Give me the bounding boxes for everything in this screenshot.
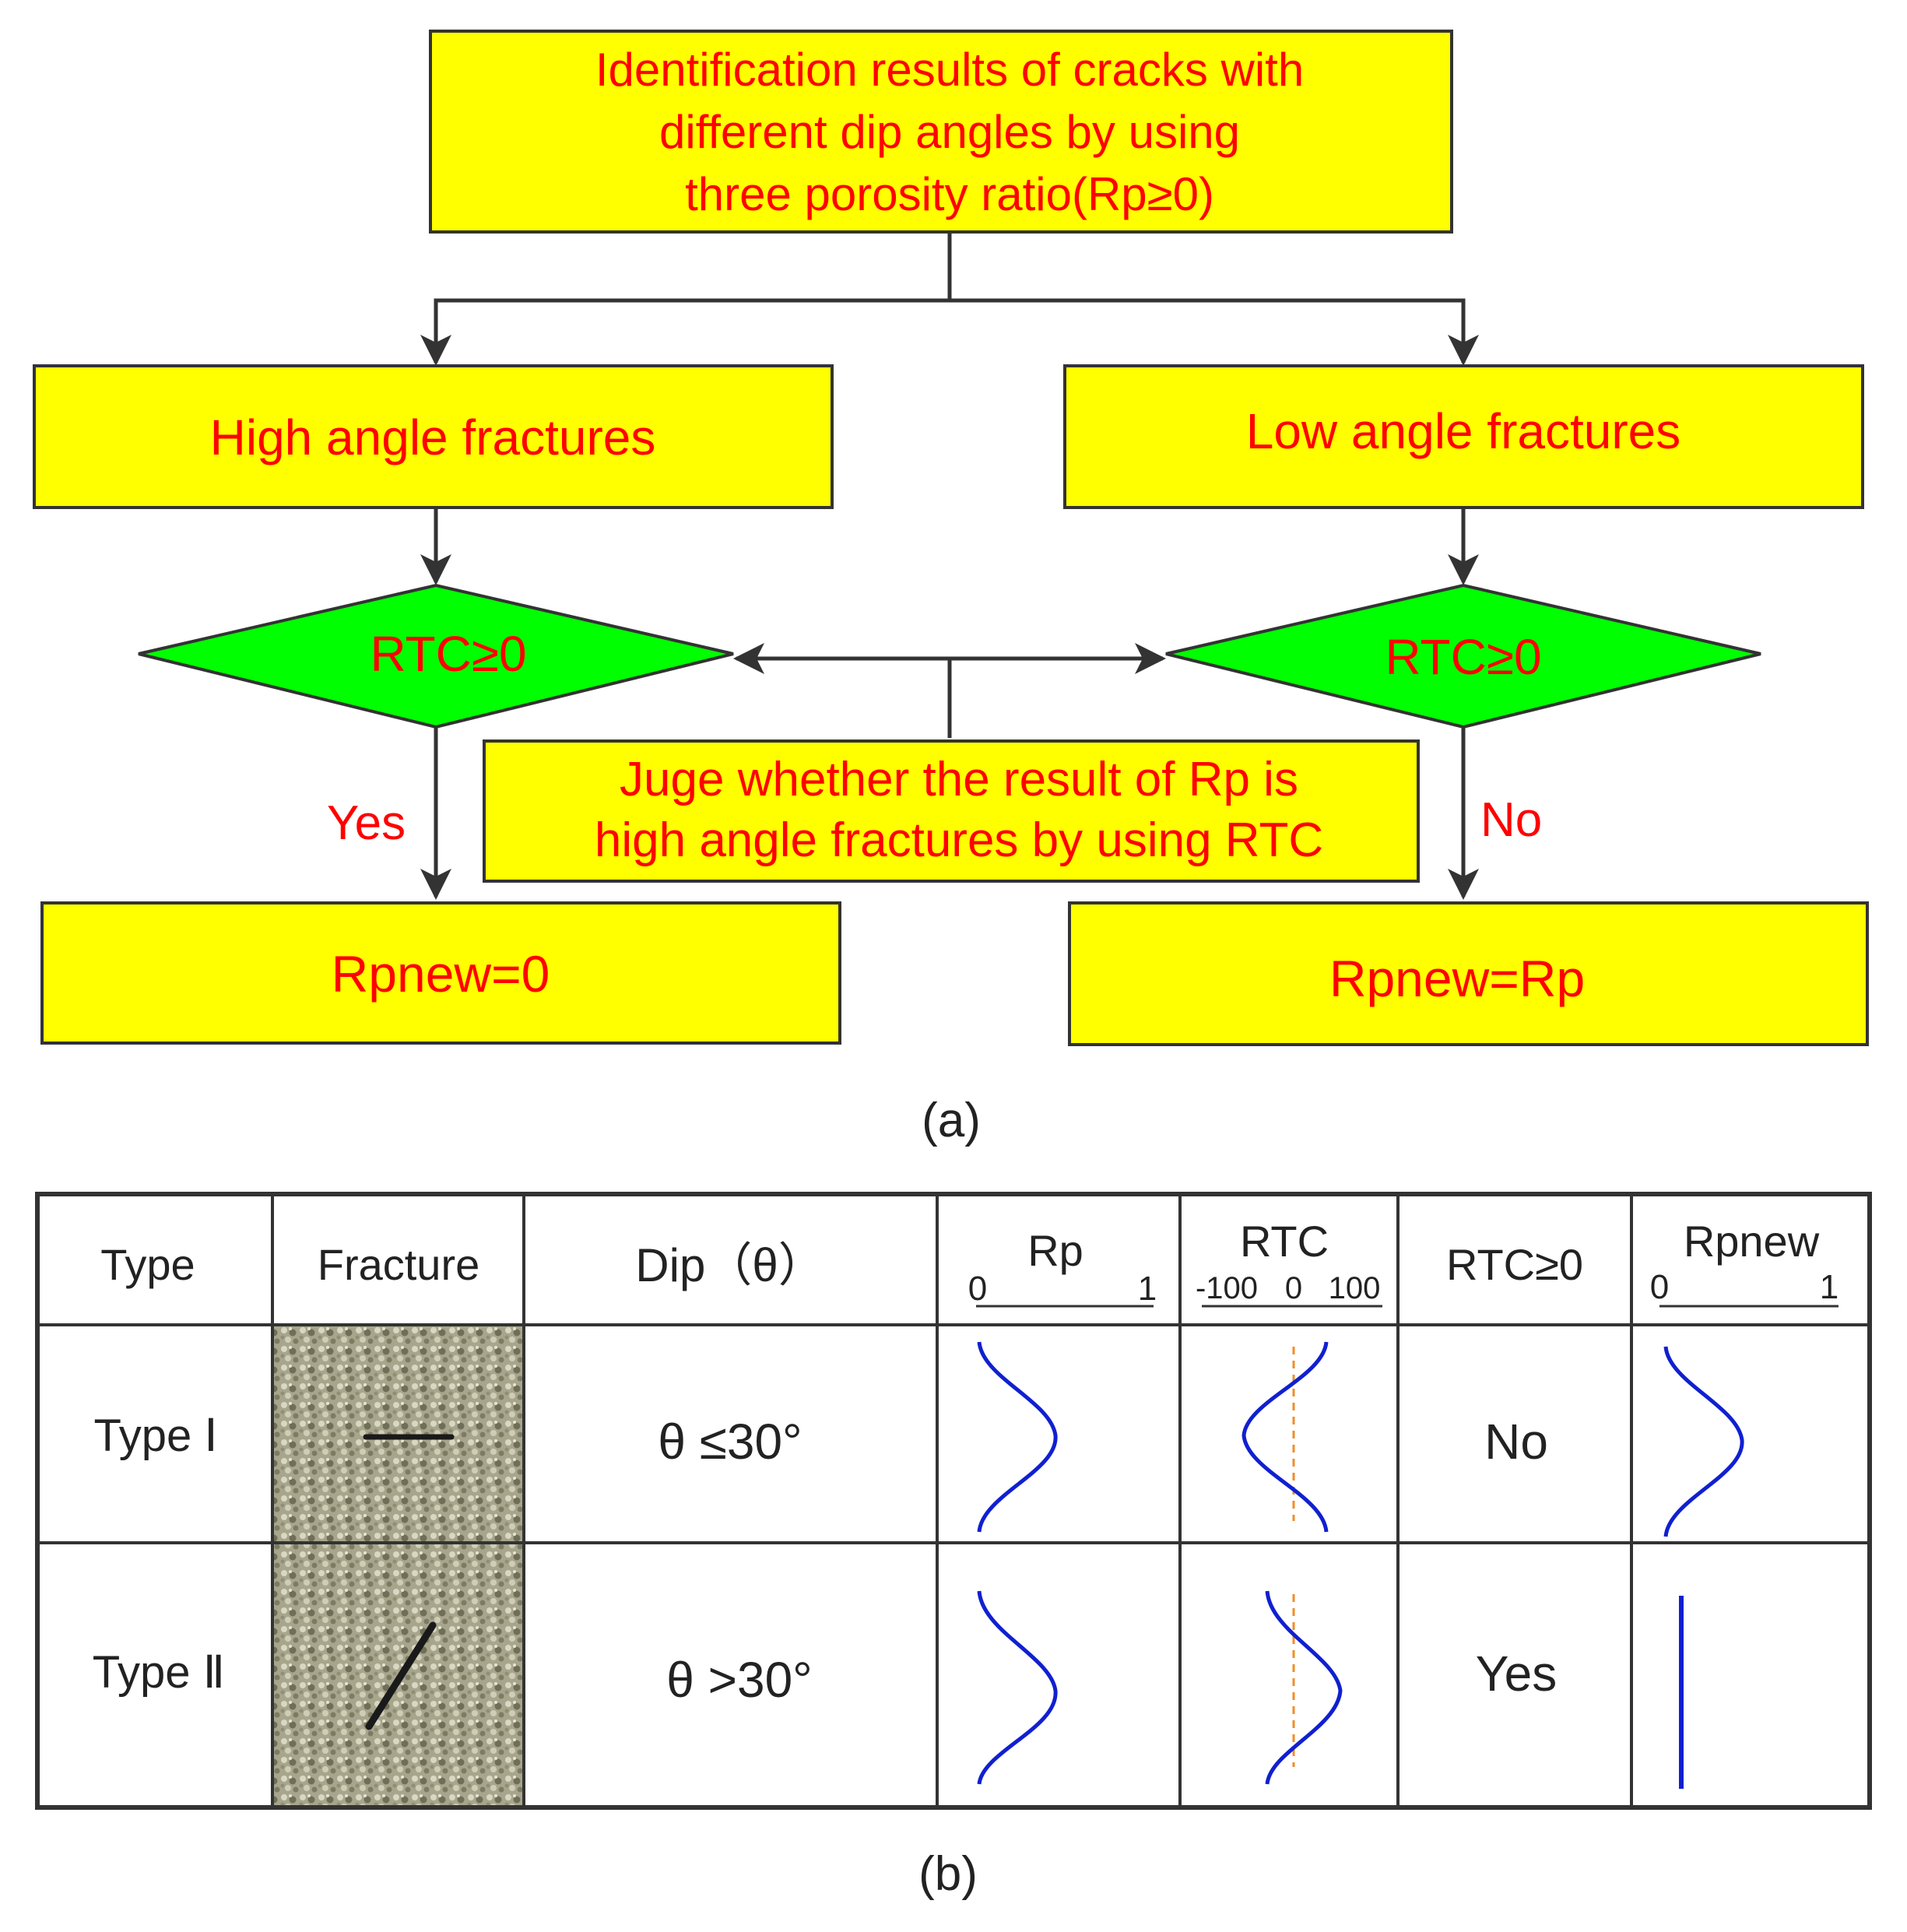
table-row: Type Ⅰ θ ≤30° No: [94, 1341, 1744, 1537]
result-left-box: Rpnew=0: [40, 901, 841, 1045]
yes-label: Yes: [327, 796, 406, 850]
header-rtc-condition: RTC≥0: [1446, 1240, 1583, 1289]
high-angle-box: High angle fractures: [33, 364, 834, 509]
row-2-rp-curve: [977, 1590, 1058, 1785]
judge-box-line-2: high angle fractures by using RTC: [595, 813, 1323, 867]
top-box-line-1: Identification results of cracks with: [595, 44, 1304, 96]
caption-b: (b): [918, 1847, 978, 1901]
header-type: Type: [100, 1240, 195, 1289]
top-box-line-3: three porosity ratio(Rp≥0): [685, 168, 1214, 220]
table-header: Type Fracture Dip（θ） Rp 0 1 RTC -100 0 1…: [100, 1217, 1839, 1308]
header-rp-title: Rp: [1027, 1226, 1083, 1275]
top-box-line-2: different dip angles by using: [659, 106, 1240, 158]
caption-a: (a): [922, 1094, 981, 1147]
decision-right: RTC≥0: [1165, 583, 1761, 729]
decision-right-label: RTC≥0: [1385, 629, 1541, 685]
flowchart: Identification results of cracks with di…: [33, 30, 1869, 1147]
low-angle-label: Low angle fractures: [1246, 403, 1681, 459]
header-rpnew-tick-0: 0: [1650, 1268, 1669, 1306]
no-label: No: [1480, 793, 1542, 847]
header-rp-tick-0: 0: [968, 1270, 987, 1308]
row-1-rtc-condition: No: [1484, 1414, 1548, 1470]
fracture-image-type-2: [272, 1544, 524, 1806]
decision-left: RTC≥0: [138, 583, 734, 729]
result-left-label: Rpnew=0: [332, 945, 550, 1003]
row-1-dip: θ ≤30°: [658, 1414, 802, 1470]
header-fracture: Fracture: [318, 1240, 480, 1289]
table-grid: [35, 1192, 1872, 1810]
fracture-image-type-1: [272, 1326, 524, 1541]
top-box: Identification results of cracks with di…: [429, 30, 1453, 234]
judge-box-line-1: Juge whether the result of Rp is: [620, 753, 1298, 806]
low-angle-box: Low angle fractures: [1063, 364, 1864, 509]
row-1-rp-curve: [977, 1341, 1058, 1533]
result-right-label: Rpnew=Rp: [1329, 950, 1585, 1007]
header-rtc-tick-0: -100: [1196, 1271, 1258, 1305]
row-1-rpnew-curve: [1663, 1346, 1744, 1537]
row-2-dip: θ >30°: [666, 1652, 813, 1708]
header-rtc-title: RTC: [1240, 1217, 1329, 1266]
decision-left-label: RTC≥0: [370, 626, 526, 682]
high-angle-label: High angle fractures: [210, 409, 656, 465]
table-row: Type Ⅱ θ >30° Yes: [93, 1590, 1684, 1789]
row-1-type: Type Ⅰ: [94, 1410, 218, 1461]
row-2-rtc-condition: Yes: [1476, 1646, 1557, 1702]
judge-box: Juge whether the result of Rp is high an…: [483, 739, 1420, 883]
connector-top-split: [420, 298, 1479, 366]
header-rpnew-title: Rpnew: [1684, 1217, 1820, 1266]
connectors: [420, 234, 1479, 900]
inclined-crack-icon: [365, 1621, 437, 1730]
header-rtc-tick-2: 100: [1329, 1271, 1381, 1305]
fracture-table: Type Fracture Dip（θ） Rp 0 1 RTC -100 0 1…: [35, 1192, 1872, 1901]
header-rtc-tick-1: 0: [1285, 1271, 1302, 1305]
row-2-type: Type Ⅱ: [93, 1647, 225, 1698]
header-rpnew-tick-1: 1: [1820, 1268, 1839, 1306]
row-2-rtc-curve: [1265, 1590, 1343, 1785]
result-right-box: Rpnew=Rp: [1068, 901, 1869, 1046]
header-dip: Dip（θ）: [635, 1239, 824, 1291]
row-1-rtc-curve: [1241, 1341, 1329, 1533]
header-rp-tick-1: 1: [1138, 1270, 1157, 1308]
